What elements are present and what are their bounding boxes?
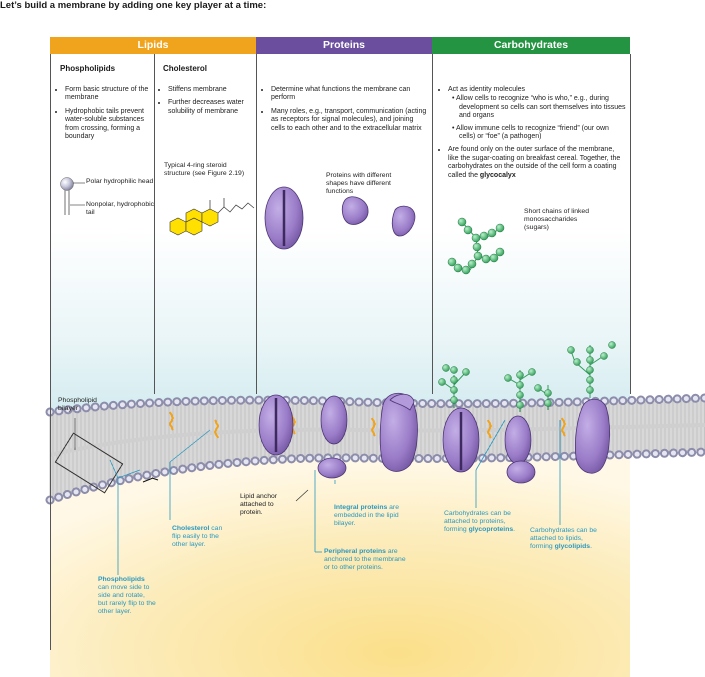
glycolipids-label: Carbohydrates can be attached to lipids,… bbox=[530, 527, 602, 551]
cholesterol-bullet: Further decreases water solubility of me… bbox=[168, 99, 252, 116]
polar-head-label: Polar hydrophilic head bbox=[86, 178, 154, 185]
cholesterol-bullets: Stiffens membrane Further decreases wate… bbox=[160, 86, 252, 121]
phospholipids-bullet: Form basic structure of the membrane bbox=[65, 86, 152, 103]
cholesterol-flip-label: Cholesterol can flip easily to the other… bbox=[172, 525, 232, 549]
monosaccharide-chains-icon bbox=[447, 217, 505, 275]
peripheral-proteins-term: Peripheral proteins bbox=[324, 548, 386, 555]
nonpolar-tail-label: Nonpolar, hydrophobic tail bbox=[86, 201, 155, 216]
carbohydrates-bullet-text: Act as identity molecules bbox=[448, 86, 526, 93]
steroid-structure-label: Typical 4-ring steroid structure (see Fi… bbox=[164, 162, 245, 177]
phospholipids-term: Phospholipids bbox=[98, 576, 145, 583]
glycolipids-term: glycolipids bbox=[554, 543, 591, 550]
glycoproteins-label: Carbohydrates can be attached to protein… bbox=[444, 510, 516, 534]
header-proteins: Proteins bbox=[256, 37, 432, 54]
cholesterol-term: Cholesterol bbox=[172, 525, 210, 532]
steroid-ring-icon bbox=[169, 208, 219, 236]
glycolipids-end: . bbox=[590, 543, 592, 550]
peripheral-proteins-text: are anchored to the membrane or to other… bbox=[324, 548, 406, 571]
proteins-bullets: Determine what functions the membrane ca… bbox=[263, 86, 429, 138]
glycoproteins-text: Carbohydrates can be attached to protein… bbox=[444, 510, 511, 533]
glycocalyx-text: Are found only on the outer surface of t… bbox=[448, 146, 621, 179]
phospholipids-movement-label: Phospholipids can move side to side and … bbox=[98, 576, 156, 616]
lipid-anchor-label: Lipid anchor attached to protein. bbox=[240, 493, 278, 516]
carbohydrates-subbullet: Allow immune cells to recognize “friend”… bbox=[456, 125, 626, 142]
carbohydrates-bullet: Are found only on the outer surface of t… bbox=[448, 146, 626, 180]
protein-shapes-label: Proteins with different shapes have diff… bbox=[326, 172, 392, 195]
integral-proteins-label: Integral proteins are embedded in the li… bbox=[334, 504, 409, 528]
phospholipid-icon bbox=[60, 177, 85, 215]
cholesterol-bullet: Stiffens membrane bbox=[168, 86, 252, 94]
membrane-proteins bbox=[258, 392, 611, 484]
phospholipid-bilayer-label: Phospholipid bilayer bbox=[58, 397, 97, 412]
carbohydrates-subbullet: Allow cells to recognize “who is who,” e… bbox=[456, 95, 626, 120]
phospholipids-title: Phospholipids bbox=[60, 64, 116, 73]
column-divider bbox=[50, 54, 51, 650]
page-title: Let’s build a membrane by adding one key… bbox=[0, 0, 267, 11]
glycolipids-text: Carbohydrates can be attached to lipids,… bbox=[530, 527, 597, 550]
glycoproteins-term: glycoproteins bbox=[468, 526, 514, 533]
peripheral-proteins-label: Peripheral proteins are anchored to the … bbox=[324, 548, 408, 572]
protein-shapes-icon bbox=[264, 186, 416, 250]
column-divider bbox=[432, 54, 433, 394]
column-divider bbox=[256, 54, 257, 394]
phospholipids-bullet: Hydrophobic tails prevent water-soluble … bbox=[65, 108, 152, 142]
proteins-bullet: Many roles, e.g., transport, communicati… bbox=[271, 108, 429, 133]
header-lipids: Lipids bbox=[50, 37, 256, 54]
integral-proteins-term: Integral proteins bbox=[334, 504, 388, 511]
cholesterol-title: Cholesterol bbox=[163, 64, 208, 73]
glycocalyx-sugars bbox=[438, 341, 616, 409]
cholesterol-flip-text: can flip easily to the other layer. bbox=[172, 525, 223, 548]
glycoproteins-end: . bbox=[513, 526, 516, 533]
phospholipids-bullets: Form basic structure of the membrane Hyd… bbox=[57, 86, 152, 146]
sugar-chains-label: Short chains of linked monosaccharides (… bbox=[524, 208, 589, 231]
column-divider bbox=[630, 54, 631, 394]
glycocalyx-term: glycocalyx bbox=[479, 171, 516, 179]
carbohydrates-bullet: Act as identity molecules Allow cells to… bbox=[448, 86, 626, 141]
phospholipids-movement-text: can move side to side and rotate, but ra… bbox=[98, 584, 156, 615]
proteins-bullet: Determine what functions the membrane ca… bbox=[271, 86, 429, 103]
carbohydrates-bullets: Act as identity molecules Allow cells to… bbox=[440, 86, 626, 185]
integral-proteins-text: are embedded in the lipid bilayer. bbox=[334, 504, 399, 527]
header-carbohydrates: Carbohydrates bbox=[432, 37, 630, 54]
column-divider bbox=[154, 54, 155, 394]
